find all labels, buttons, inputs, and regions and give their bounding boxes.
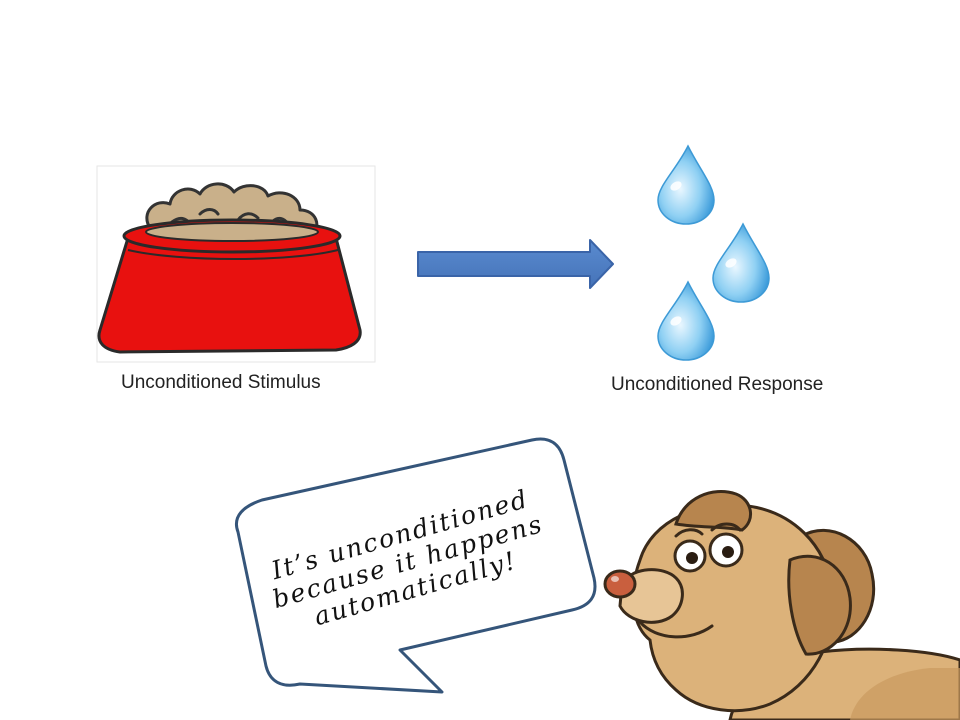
water-drop-icon [712, 222, 770, 303]
water-drop-icon [657, 144, 715, 225]
food-bowl-icon [96, 165, 376, 363]
water-drop-icon [657, 280, 715, 361]
label-unconditioned-stimulus: Unconditioned Stimulus [121, 372, 321, 393]
dog-icon [603, 490, 960, 720]
label-unconditioned-response: Unconditioned Response [611, 374, 824, 395]
speech-bubble [235, 437, 597, 694]
arrow-right-icon [417, 239, 614, 289]
